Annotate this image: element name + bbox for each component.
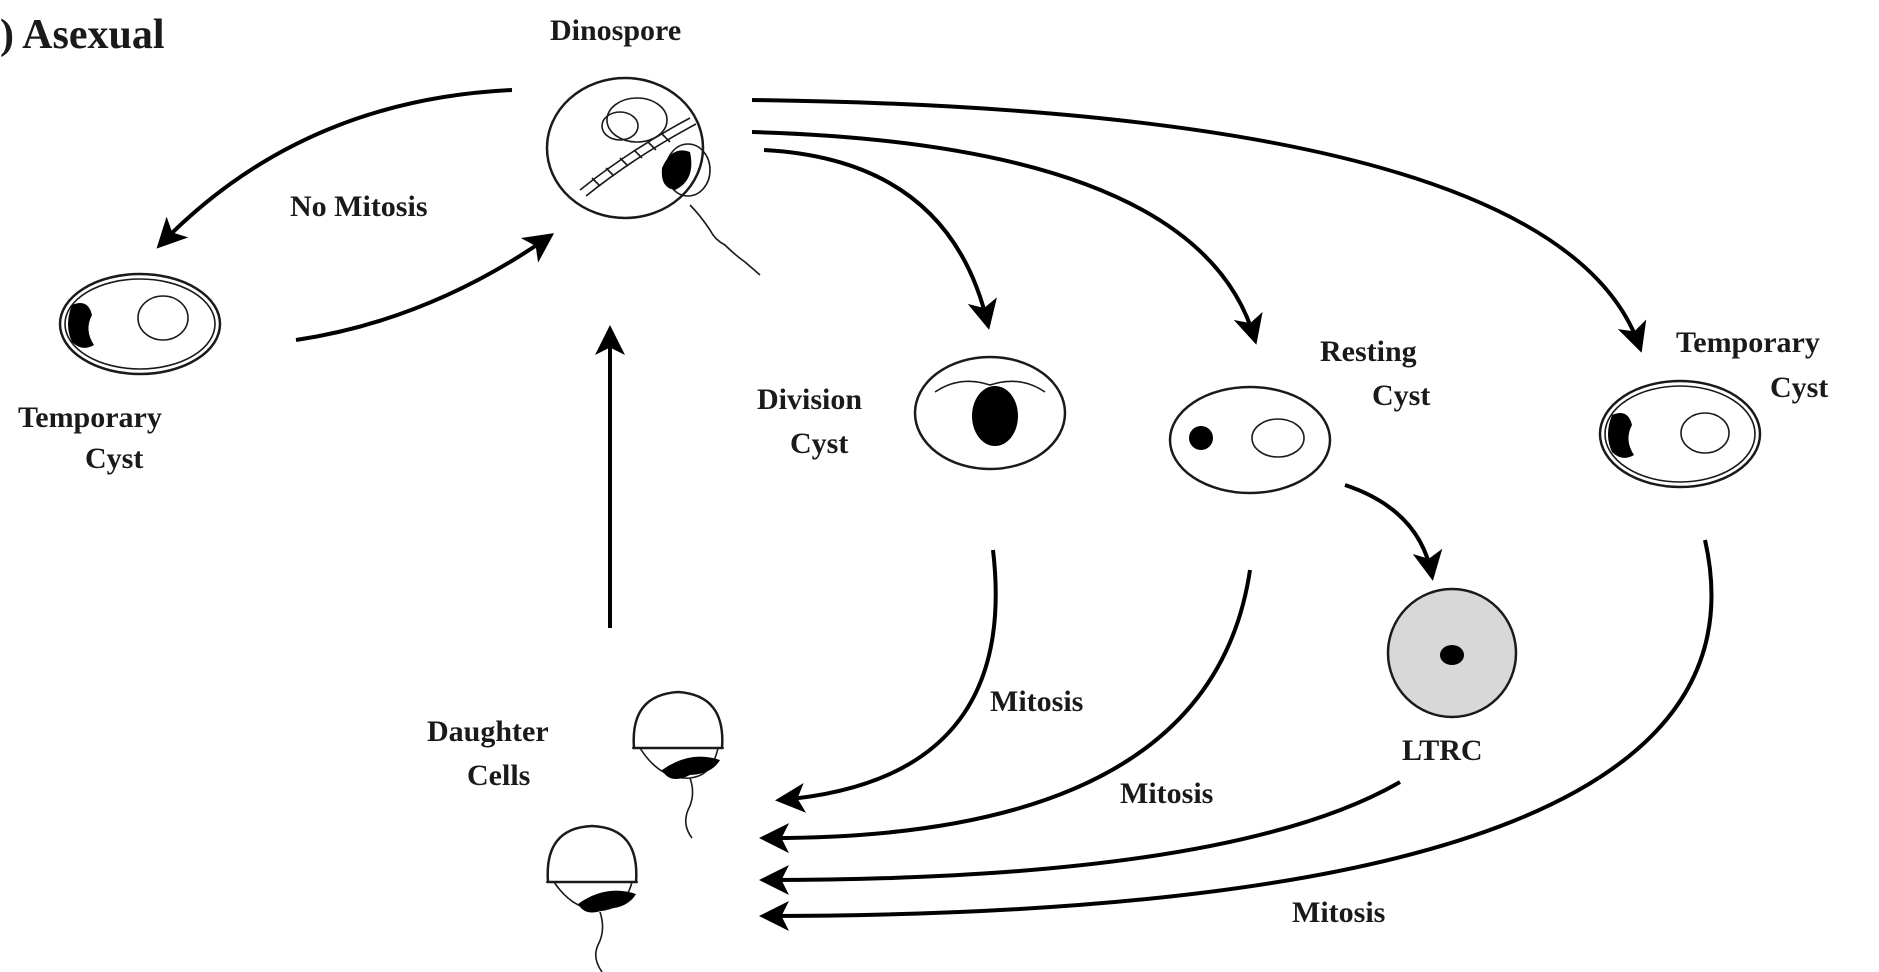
arrows [156, 88, 1714, 931]
label-division-cyst-2: Cyst [790, 427, 848, 460]
label-temporary-cyst-right-1: Temporary [1676, 326, 1820, 359]
ltrc-cell [1386, 587, 1518, 719]
arrow-resting-cyst-mitosis [759, 569, 1252, 854]
arrow-resting-cyst-to-ltrc [1344, 483, 1443, 581]
label-no-mitosis: No Mitosis [290, 190, 428, 223]
temporary-cyst-right [1598, 379, 1762, 489]
label-resting-cyst-1: Resting [1320, 335, 1417, 368]
division-cyst [913, 355, 1067, 471]
daughter-cell-upper [632, 690, 724, 839]
arrow-ltrc-mitosis [759, 780, 1401, 895]
label-mitosis-2: Mitosis [1120, 777, 1213, 810]
label-temporary-cyst-left-2: Cyst [85, 442, 143, 475]
arrow-dinospore-to-division-cyst [763, 148, 997, 330]
label-temporary-cyst-left-1: Temporary [18, 401, 162, 434]
label-daughter-cells-2: Cells [467, 759, 530, 792]
label-resting-cyst-2: Cyst [1372, 379, 1430, 412]
label-temporary-cyst-right-2: Cyst [1770, 371, 1828, 404]
diagram-title: ) Asexual [0, 12, 165, 58]
label-dinospore: Dinospore [550, 14, 681, 47]
arrow-dinospore-to-resting-cyst [751, 130, 1263, 345]
arrow-division-cyst-mitosis [775, 549, 998, 813]
temporary-cyst-left [58, 272, 222, 376]
arrow-temporary-left-to-dinospore [295, 233, 555, 342]
label-division-cyst-1: Division [757, 383, 862, 416]
arrow-temporary-right-mitosis [759, 539, 1714, 931]
daughter-cell-lower [546, 824, 638, 972]
resting-cyst [1168, 385, 1332, 495]
label-daughter-cells-1: Daughter [427, 715, 549, 748]
arrow-dinospore-to-temporary-right [751, 98, 1647, 353]
label-ltrc: LTRC [1402, 734, 1483, 767]
label-mitosis-3: Mitosis [1292, 896, 1385, 929]
label-mitosis-1: Mitosis [990, 685, 1083, 718]
arrow-dinospore-to-temporary-left [156, 88, 513, 249]
dinospore-cell [545, 76, 761, 276]
